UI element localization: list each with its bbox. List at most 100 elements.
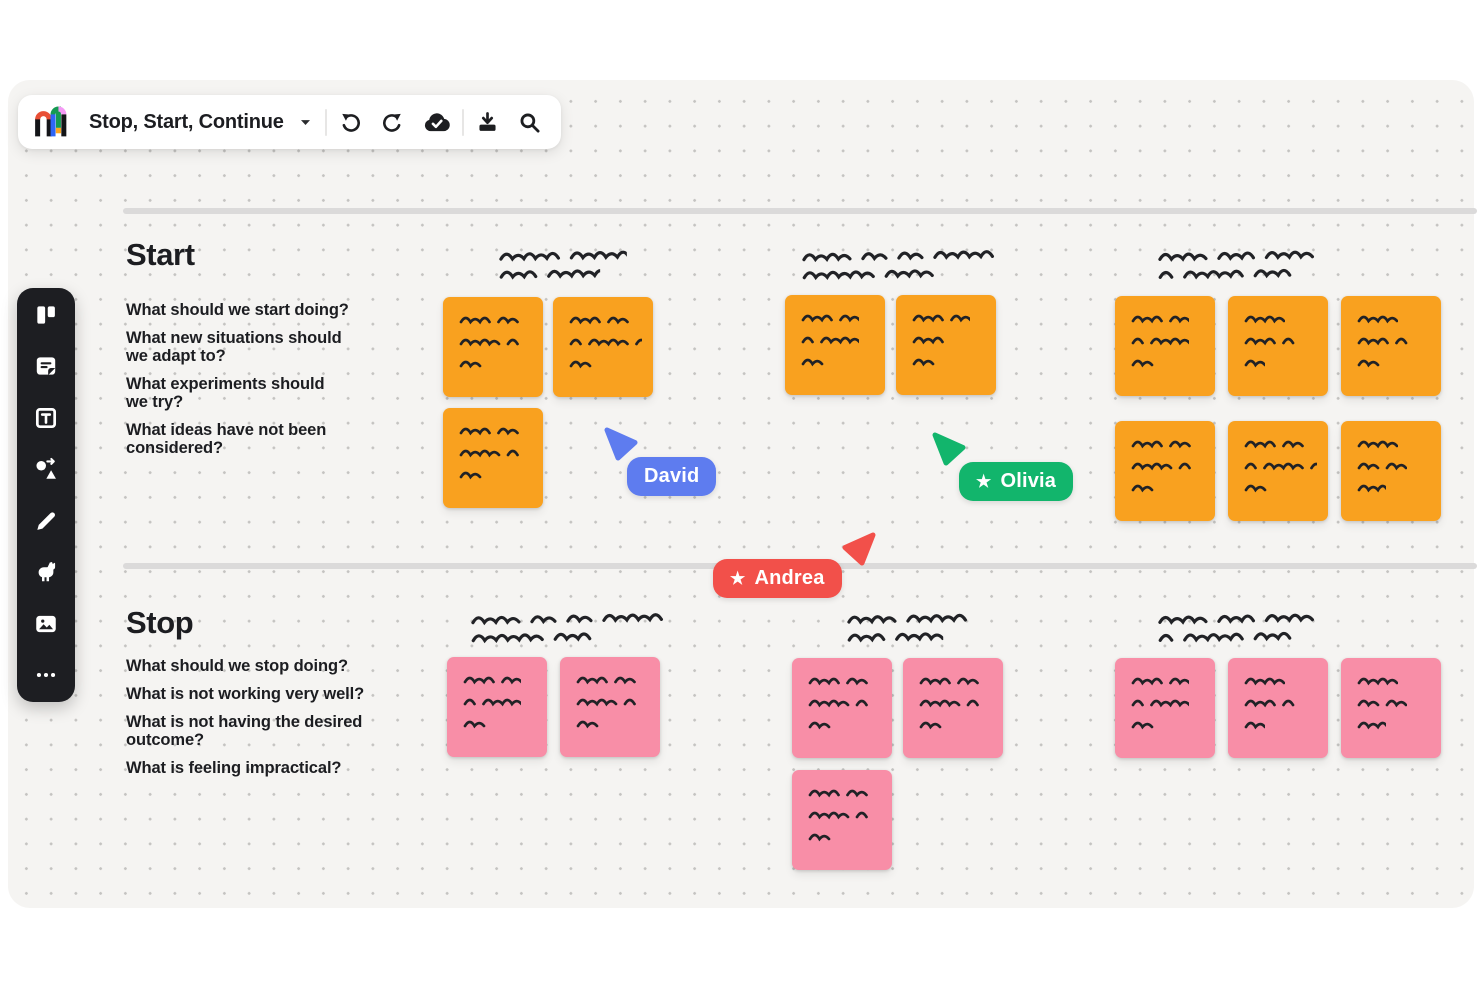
handwriting-scribble xyxy=(1357,315,1398,324)
section-question[interactable]: What ideas have not been considered? xyxy=(126,421,327,457)
handwriting-scribble xyxy=(912,336,944,345)
search-icon xyxy=(520,113,540,133)
download-icon xyxy=(479,111,496,131)
section-title-stop[interactable]: Stop xyxy=(126,605,194,640)
note-group-header-stop-2[interactable] xyxy=(846,607,970,645)
search-button[interactable] xyxy=(518,111,541,134)
sticky-note[interactable] xyxy=(792,658,892,758)
cloud-check-icon xyxy=(424,112,450,131)
section-question[interactable]: What should we stop doing? xyxy=(126,657,348,675)
note-group-header-start-3[interactable] xyxy=(1157,244,1320,283)
handwriting-scribble xyxy=(919,677,979,686)
collaborator-label-andrea: ★Andrea xyxy=(713,559,842,598)
handwriting-scribble xyxy=(569,338,642,347)
note-group-header-start-1[interactable] xyxy=(498,244,628,282)
handwriting-scribble xyxy=(1131,315,1189,324)
section-questions-stop: What should we stop doing? What is not wo… xyxy=(126,657,364,777)
handwriting-scribble xyxy=(1357,484,1386,493)
sticky-note[interactable] xyxy=(1115,296,1215,396)
board-title[interactable]: Stop, Start, Continue xyxy=(89,110,284,133)
miro-logo[interactable] xyxy=(33,104,70,141)
more-icon xyxy=(36,672,56,678)
undo-icon xyxy=(341,113,360,132)
sticky-note[interactable] xyxy=(896,295,996,395)
templates-icon xyxy=(37,306,55,324)
sticky-note[interactable] xyxy=(1115,421,1215,521)
handwriting-scribble xyxy=(912,314,970,323)
section-question[interactable]: What experiments should we try? xyxy=(126,375,325,411)
handwriting-scribble xyxy=(569,316,629,325)
sidebar-tool-pen[interactable] xyxy=(33,508,59,534)
handwriting-scribble xyxy=(463,676,521,685)
undo-button[interactable] xyxy=(339,111,362,134)
sidebar-tool-more[interactable] xyxy=(33,662,59,688)
note-group-header-stop-1[interactable] xyxy=(470,606,668,645)
note-group-header-stop-3[interactable] xyxy=(1157,607,1320,646)
section-divider-start xyxy=(123,208,1477,214)
sticky-note[interactable] xyxy=(443,408,543,508)
sidebar-tool-sticky-note[interactable] xyxy=(33,353,59,379)
section-question[interactable]: What is feeling impractical? xyxy=(126,759,342,777)
handwriting-scribble xyxy=(1244,484,1267,493)
sidebar-tool-image[interactable] xyxy=(33,611,59,637)
sidebar-tool-shapes[interactable] xyxy=(33,456,59,482)
app-toolbar: Stop, Start, Continue xyxy=(18,95,561,149)
sticky-note[interactable] xyxy=(1228,421,1328,521)
star-icon: ★ xyxy=(976,472,992,491)
sticky-note[interactable] xyxy=(785,295,885,395)
sticky-note[interactable] xyxy=(553,297,653,397)
sticky-note[interactable] xyxy=(1228,296,1328,396)
section-question[interactable]: What is not having the desired outcome? xyxy=(126,713,363,749)
handwriting-scribble xyxy=(1357,462,1407,471)
chevron-down-icon[interactable] xyxy=(298,115,313,130)
sticky-note[interactable] xyxy=(1341,296,1441,396)
handwriting-scribble xyxy=(576,676,636,685)
sidebar-tool-llama-stickers[interactable] xyxy=(33,559,59,585)
section-question[interactable]: What new situations should we adapt to? xyxy=(126,329,342,365)
text-icon xyxy=(35,407,57,428)
redo-icon xyxy=(382,113,401,132)
handwriting-scribble xyxy=(1131,699,1189,708)
collaborator-cursor-andrea xyxy=(842,532,876,566)
handwriting-scribble xyxy=(499,250,627,262)
star-icon: ★ xyxy=(730,569,746,588)
sticky-note[interactable] xyxy=(443,297,543,397)
handwriting-scribble xyxy=(1244,337,1295,346)
handwriting-scribble xyxy=(912,358,935,367)
llama-stickers-icon xyxy=(38,562,56,582)
sticky-note[interactable] xyxy=(1115,658,1215,758)
cloud-sync-button[interactable] xyxy=(423,111,450,134)
handwriting-scribble xyxy=(1357,359,1380,368)
section-question[interactable]: What is not working very well? xyxy=(126,685,365,703)
collaborator-label-david: David xyxy=(627,457,717,496)
sticky-note[interactable] xyxy=(1228,658,1328,758)
sidebar-tool-text[interactable] xyxy=(33,405,59,431)
section-question[interactable]: What should we start doing? xyxy=(126,301,349,319)
sidebar-tool-templates[interactable] xyxy=(33,302,59,328)
shapes-icon xyxy=(36,458,56,480)
image-icon xyxy=(36,615,56,632)
sticky-note[interactable] xyxy=(792,770,892,870)
handwriting-scribble xyxy=(1244,462,1317,471)
handwriting-scribble xyxy=(499,269,601,280)
section-title-start[interactable]: Start xyxy=(126,237,195,272)
sticky-note[interactable] xyxy=(1341,658,1441,758)
note-group-header-start-2[interactable] xyxy=(801,243,996,282)
sticky-note[interactable] xyxy=(560,657,660,757)
sticky-note[interactable] xyxy=(903,658,1003,758)
handwriting-scribble xyxy=(1244,359,1265,368)
collaborator-label-olivia: ★Olivia xyxy=(959,462,1074,501)
handwriting-scribble xyxy=(471,632,592,644)
collaborator-name: David xyxy=(644,465,700,487)
export-button[interactable] xyxy=(476,111,499,134)
handwriting-scribble xyxy=(1357,699,1407,708)
redo-button[interactable] xyxy=(381,111,404,134)
pen-icon xyxy=(37,512,55,530)
handwriting-scribble xyxy=(1131,337,1189,346)
handwriting-scribble xyxy=(1158,250,1315,262)
handwriting-scribble xyxy=(801,358,824,367)
sticky-note[interactable] xyxy=(447,657,547,757)
sticky-note[interactable] xyxy=(1341,421,1441,521)
